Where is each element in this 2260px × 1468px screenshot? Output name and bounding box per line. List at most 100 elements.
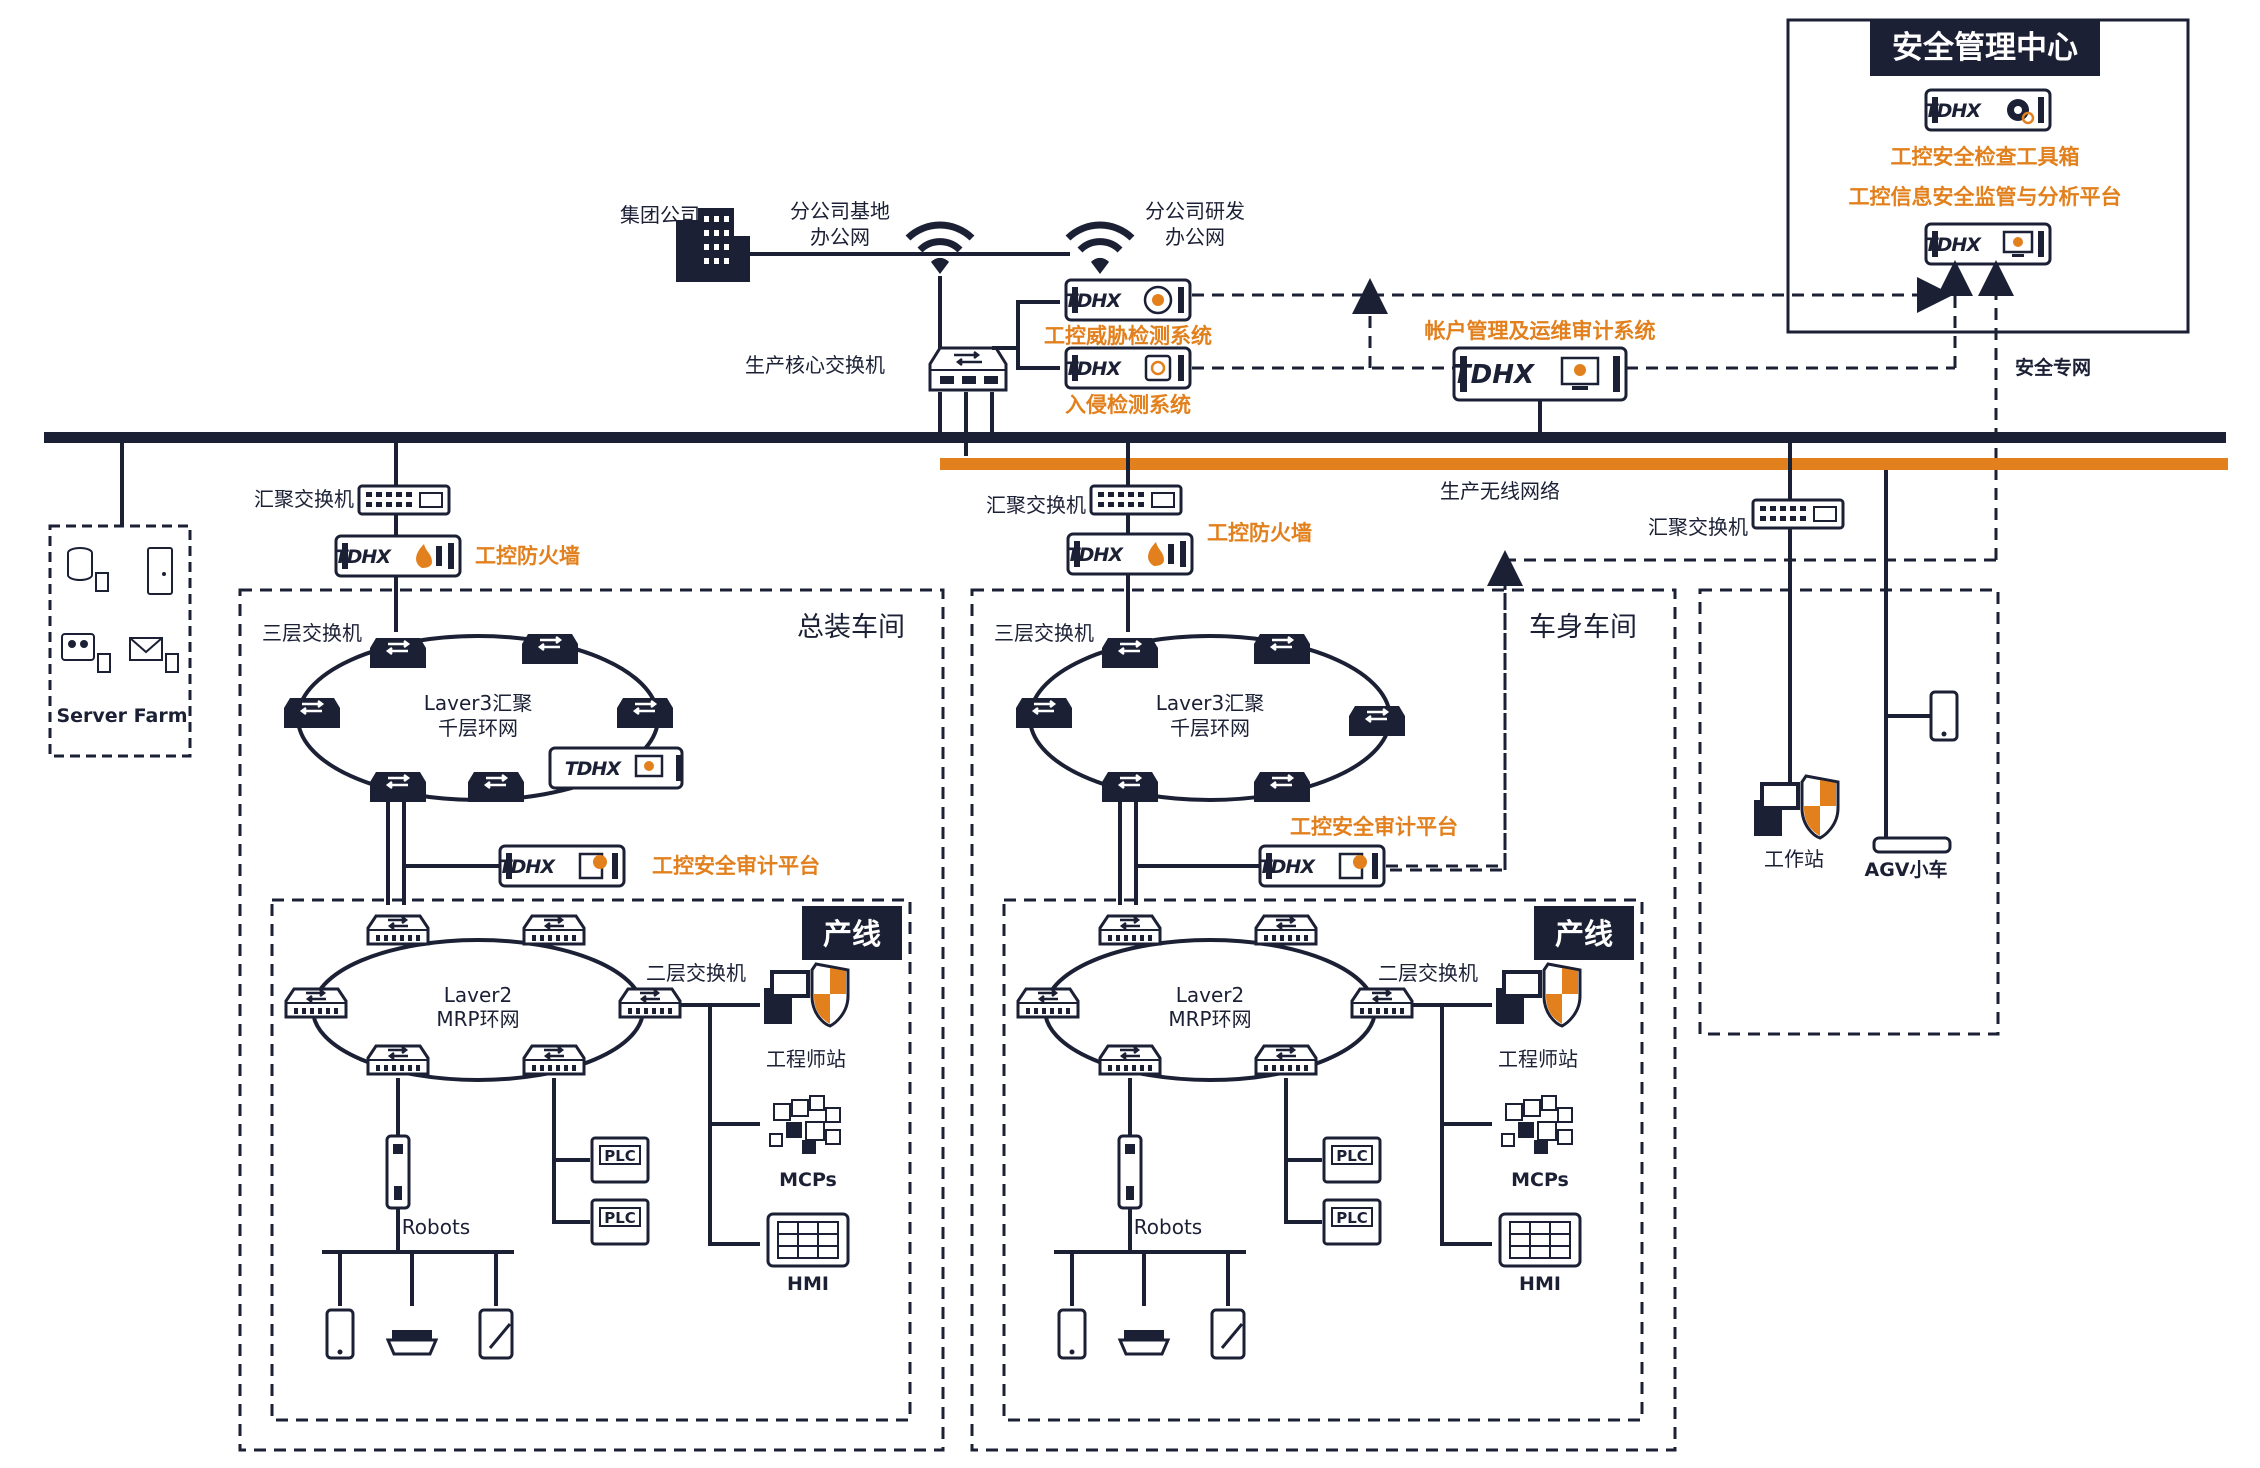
scanner-icon xyxy=(1117,1330,1171,1356)
audit-platform-device: TDHX xyxy=(1258,844,1386,888)
l3-switch-label: 三层交换机 xyxy=(262,621,362,645)
l2-switch xyxy=(618,987,682,1019)
aggregation-switch xyxy=(1751,498,1845,530)
svg-text:TDHX: TDHX xyxy=(1925,234,1983,256)
production-line-title: 产线 xyxy=(823,917,881,951)
toolbox-label: 工控安全检查工具箱 xyxy=(1891,145,2080,169)
scanner-icon xyxy=(385,1330,439,1356)
l3-switch xyxy=(1252,632,1312,666)
hmi-icon xyxy=(1498,1212,1582,1268)
analysis-platform-device: TDHX xyxy=(1924,222,2052,266)
brand-label: TDHX xyxy=(1067,544,1125,566)
l2-switch xyxy=(1098,1044,1162,1076)
hmi-label: HMI xyxy=(1519,1273,1561,1295)
account-audit-label: 帐户管理及运维审计系统 xyxy=(1425,319,1656,343)
threat-detection-device: TDHX xyxy=(1064,278,1192,322)
svg-text:TDHX: TDHX xyxy=(1065,290,1123,312)
workshop-title: 总装车间 xyxy=(797,612,905,643)
firewall-label: 工控防火墙 xyxy=(475,544,580,568)
l2-switch xyxy=(522,914,586,946)
aggregation-switch xyxy=(1089,484,1183,516)
aggregation-switch xyxy=(357,484,451,516)
l2-switch xyxy=(284,987,348,1019)
mcps-icon xyxy=(769,1095,841,1155)
svg-text:TDHX: TDHX xyxy=(335,546,393,568)
l3-switch xyxy=(1014,696,1074,730)
l2-switch xyxy=(1098,914,1162,946)
tablet-icon xyxy=(325,1308,355,1360)
plc-label: PLC xyxy=(604,1147,636,1165)
firewall-device: TDHX xyxy=(334,534,462,578)
engineer-station-icon xyxy=(762,962,850,1028)
workshop-box xyxy=(970,588,1677,1452)
core-switch-label: 生产核心交换机 xyxy=(745,353,885,377)
wireless-line xyxy=(940,458,2228,470)
firewall-label: 工控防火墙 xyxy=(1207,521,1312,545)
intrusion-detection-label: 入侵检测系统 xyxy=(1065,393,1191,417)
branch-base-label-1: 分公司基地 xyxy=(790,199,890,223)
plc-icon: PLC xyxy=(1322,1198,1382,1246)
plc-label: PLC xyxy=(1336,1147,1368,1165)
pad-icon xyxy=(1210,1308,1246,1360)
l3-switch xyxy=(1252,770,1312,804)
robots-label: Robots xyxy=(1134,1215,1202,1239)
l2-ring-label-2: MRP环网 xyxy=(436,1007,519,1031)
plc-icon: PLC xyxy=(1322,1136,1382,1184)
l2-ring-label-1: Laver2 xyxy=(444,983,513,1007)
l2-switch xyxy=(366,914,430,946)
wireless-label: 生产无线网络 xyxy=(1440,479,1560,503)
l3-switch-label: 三层交换机 xyxy=(994,621,1094,645)
branch-rd-label-2: 办公网 xyxy=(1165,225,1225,249)
agv-icon xyxy=(1872,836,1952,854)
link-line xyxy=(1284,1078,1322,1224)
fire-icon xyxy=(1148,542,1164,566)
engineer-station-label: 工程师站 xyxy=(1498,1047,1578,1071)
server-farm-label: Server Farm xyxy=(56,705,187,727)
production-line-header xyxy=(802,906,902,960)
server-farm-icons xyxy=(61,547,179,673)
toolbox-device: TDHX xyxy=(1924,88,2052,132)
app-icon xyxy=(61,633,111,673)
l3-ring-label-2: 千层环网 xyxy=(438,716,518,740)
l2-switch xyxy=(1350,987,1414,1019)
server-icon xyxy=(147,547,173,595)
security-network-label: 安全专网 xyxy=(2015,356,2091,379)
robot-icon xyxy=(385,1134,411,1210)
production-line-title: 产线 xyxy=(1555,917,1613,951)
robot-icon xyxy=(1117,1134,1143,1210)
plc-label: PLC xyxy=(604,1209,636,1227)
audit-platform-label: 工控安全审计平台 xyxy=(652,854,820,878)
security-center-title: 安全管理中心 xyxy=(1892,30,2078,66)
l2-switch xyxy=(1254,1044,1318,1076)
branch-rd-label-1: 分公司研发 xyxy=(1145,199,1245,223)
server-farm-box xyxy=(48,524,192,758)
mail-icon xyxy=(129,637,179,673)
l2-switch xyxy=(366,1044,430,1076)
fire-icon xyxy=(416,544,432,568)
plc-icon: PLC xyxy=(590,1198,650,1246)
mcps-label: MCPs xyxy=(779,1169,837,1191)
link-line xyxy=(402,864,500,905)
firewall-device: TDHX xyxy=(1066,532,1194,576)
plc-label: PLC xyxy=(1336,1209,1368,1227)
audit-platform-device: TDHX xyxy=(498,844,626,888)
threat-detection-label: 工控威胁检测系统 xyxy=(1044,324,1212,348)
l2-switch-label: 二层交换机 xyxy=(1378,961,1478,985)
brand-label: TDHX xyxy=(499,856,557,878)
agv-tablet-icon xyxy=(1929,690,1959,742)
right-workshop-content: 汇聚交换机TDHX工控防火墙车身车间Laver3汇聚千层环网三层交换机TDHX工… xyxy=(970,440,1677,1452)
database-icon xyxy=(67,547,109,592)
agv-label: AGV小车 xyxy=(1864,858,1947,881)
production-line-header xyxy=(1534,906,1634,960)
agg-switch-label: 汇聚交换机 xyxy=(986,493,1086,517)
l3-switch xyxy=(615,696,675,730)
security-center-header xyxy=(1870,20,2100,76)
plc-icon: PLC xyxy=(590,1136,650,1184)
l3-switch xyxy=(466,770,526,804)
l2-ring-label-1: Laver2 xyxy=(1176,983,1245,1007)
l3-ring-label-1: Laver3汇聚 xyxy=(1156,691,1265,715)
